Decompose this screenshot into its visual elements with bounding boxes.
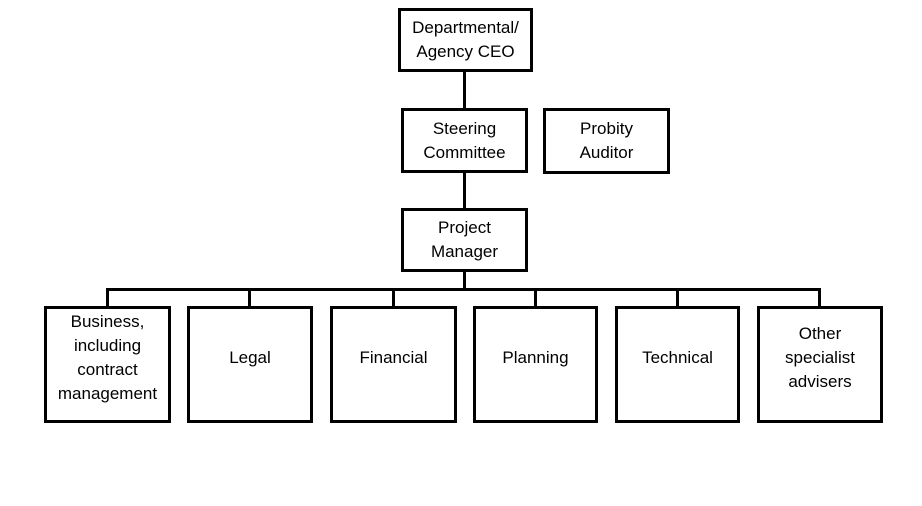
node-label-business: Business, including contract management [57,311,158,403]
node-label-technical: Technical [642,347,713,367]
node-probity-auditor: Probity Auditor [543,108,670,174]
node-technical: Technical [615,306,740,423]
node-planning: Planning [473,306,598,423]
connector-rail-to-technical [676,288,679,306]
node-label-planning: Planning [502,347,569,367]
connector-rail-to-legal [248,288,251,306]
node-label-steering-committee: Steering Committee [423,118,506,162]
node-legal: Legal [187,306,313,423]
node-business-contract-management: Business, including contract management [44,306,171,423]
node-financial: Financial [330,306,457,423]
connector-rail-to-other-advisers [818,288,821,306]
node-label-probity-auditor: Probity Auditor [579,119,634,162]
connector-project-to-rail [463,272,466,291]
connector-rail-to-financial [392,288,395,306]
node-steering-committee: Steering Committee [401,108,528,173]
connector-steering-to-project [463,173,466,208]
connector-ceo-to-steering [463,72,466,108]
node-departmental-agency-ceo: Departmental/ Agency CEO [398,8,533,72]
node-label-project-manager: Project Manager [430,218,499,261]
connector-horizontal-rail [106,288,821,291]
node-label-other-specialist-advisers: Other specialist advisers [785,323,855,391]
connector-rail-to-planning [534,288,537,306]
node-other-specialist-advisers: Other specialist advisers [757,306,883,423]
node-project-manager: Project Manager [401,208,528,272]
node-label-financial: Financial [359,347,428,367]
connector-rail-to-business [106,288,109,306]
node-label-ceo: Departmental/ Agency CEO [412,18,519,61]
node-label-legal: Legal [229,347,271,367]
